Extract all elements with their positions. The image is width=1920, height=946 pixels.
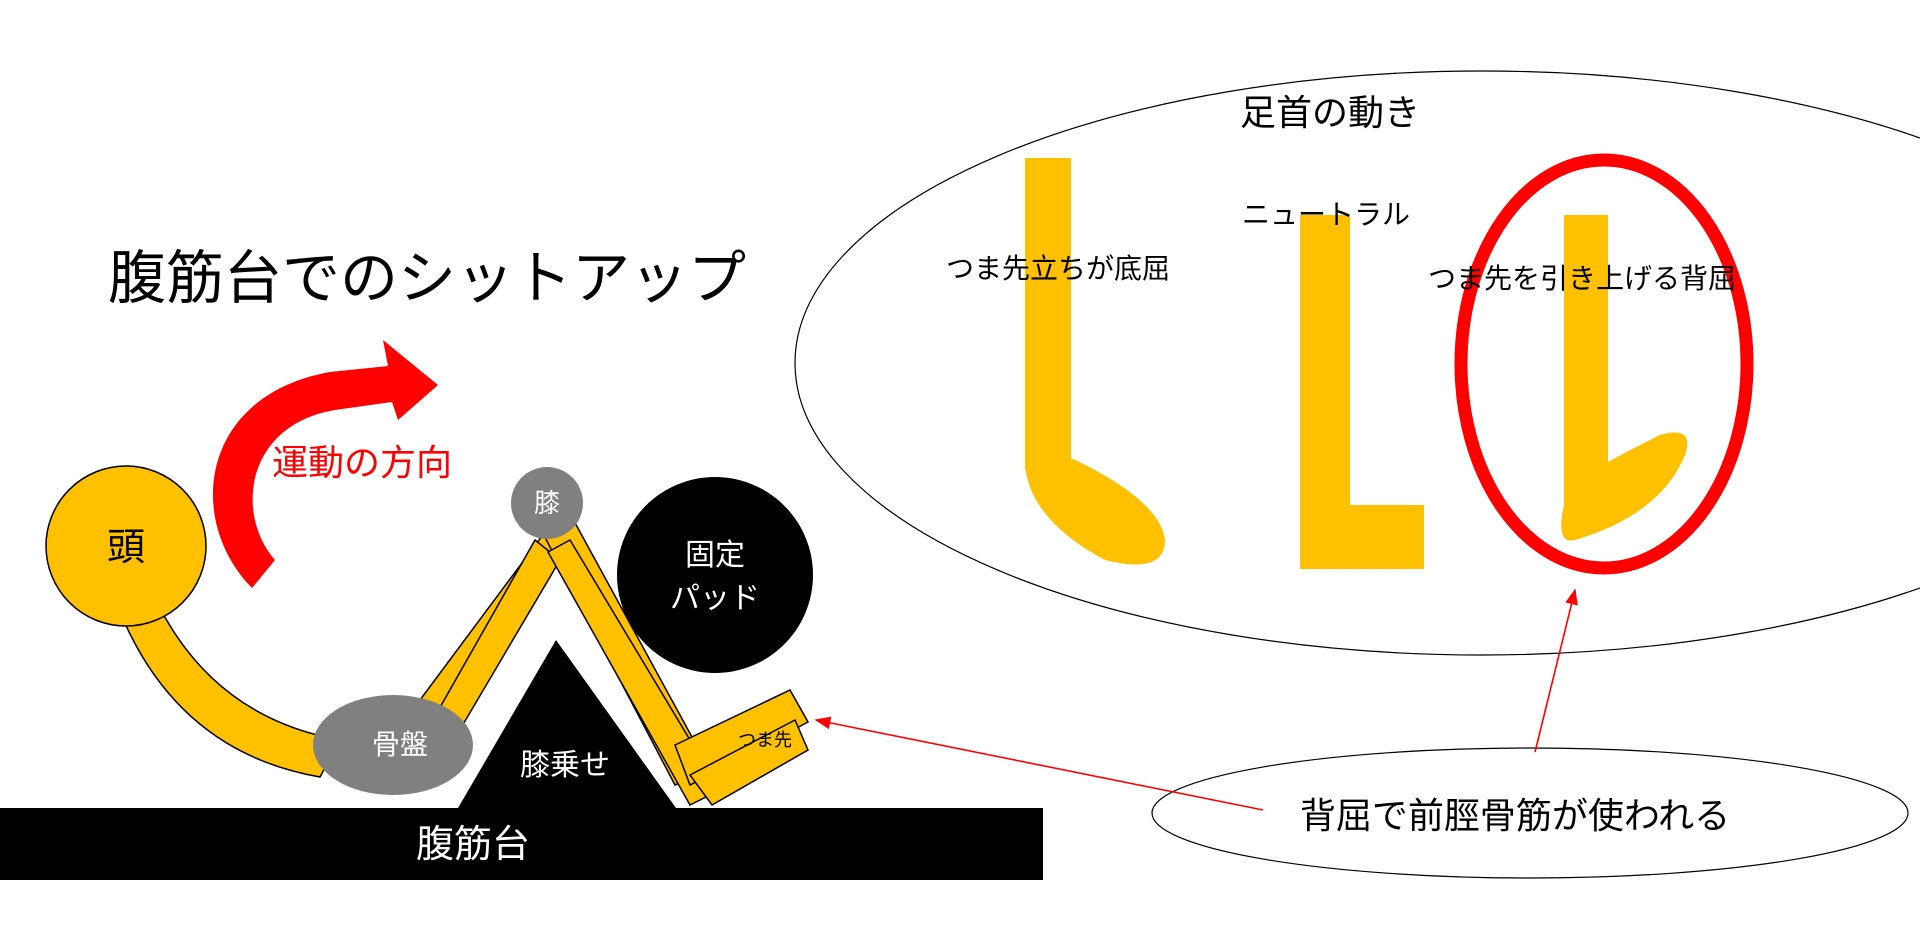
foot-front [688, 718, 809, 806]
ab-bench [0, 808, 1043, 880]
arrow-to-dorsi [1534, 588, 1578, 753]
foot-back [674, 689, 810, 787]
note-ellipse [1151, 747, 1909, 879]
head-label: 頭 [107, 525, 145, 569]
knee-circle [511, 467, 583, 539]
head-circle [45, 465, 207, 627]
knee-rest-label: 膝乗せ [520, 748, 610, 783]
pad-label-2: パッド [670, 581, 760, 616]
ankle-ellipse [794, 70, 1920, 656]
pelvis-ellipse [313, 695, 473, 795]
neutral-shin [1300, 215, 1350, 505]
neutral-label: ニュートラル [1242, 198, 1410, 231]
pelvis-label: 骨盤 [372, 728, 428, 761]
plantar-shin [1025, 158, 1071, 470]
knee-label: 膝 [534, 489, 560, 519]
dorsi-highlight [1454, 153, 1754, 575]
plantar-label: つま先立ちが底屈 [946, 252, 1170, 285]
dorsi-foot [1561, 432, 1688, 541]
dorsi-shin [1564, 215, 1608, 515]
page-title: 腹筋台でのシットアップ [108, 244, 746, 312]
dorsi-label: つま先を引き上げる背屈 [1428, 262, 1736, 295]
fixed-pad [617, 477, 813, 673]
motion-label: 運動の方向 [272, 443, 452, 484]
plantar-foot [1025, 458, 1165, 565]
ankle-title: 足首の動き [1240, 93, 1420, 134]
arrow-to-toe [814, 716, 1264, 811]
note-label: 背屈で前脛骨筋が使われる [1300, 796, 1730, 837]
motion-arrow [212, 340, 438, 588]
bench-label: 腹筋台 [416, 822, 530, 866]
knee-rest-triangle [458, 640, 676, 808]
pad-label-1: 固定 [685, 538, 745, 573]
neutral-foot [1300, 505, 1424, 569]
toe-label: つま先 [738, 730, 792, 751]
